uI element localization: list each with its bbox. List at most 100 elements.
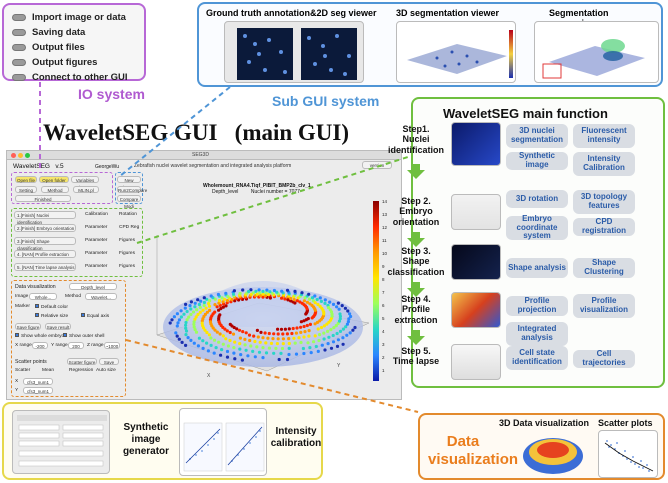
nucleus-dot [310, 296, 315, 300]
step-row-figures[interactable]: CPD Reg [119, 225, 140, 230]
nucleus-dot [319, 299, 323, 303]
save-figure-button[interactable]: Save figure [15, 323, 41, 330]
nucleus-dot [346, 320, 350, 324]
step-row-figures[interactable]: Figures [119, 238, 135, 243]
dv-select[interactable]: Depth_level [69, 283, 117, 290]
checkbox-icon[interactable] [81, 313, 85, 317]
step-row-figures[interactable]: Rotation [119, 212, 137, 217]
nucleus-dot [272, 288, 276, 293]
scatter-figure-button[interactable]: Scatter figure [67, 358, 97, 365]
nucleus-dot [318, 333, 322, 337]
nucleus-dot [221, 300, 225, 304]
nucleus-dot [313, 334, 317, 338]
step-row-param[interactable]: Parameter [85, 225, 108, 230]
checkbox-icon[interactable] [35, 313, 39, 317]
step-row-button[interactable]: 2.[Finish] Embryo orientation [14, 224, 76, 232]
colorbar-tick: 9 [382, 264, 385, 269]
nucleus-dot [254, 289, 258, 293]
nucleus-dot [225, 349, 230, 354]
checkbox-option[interactable]: Default color [35, 304, 68, 310]
nucleus-dot [316, 327, 320, 331]
nucleus-dot [253, 339, 257, 344]
nucleus-dot [305, 323, 309, 328]
nucleus-dot [201, 346, 205, 350]
nucleus-dot [207, 302, 211, 306]
checkbox-icon[interactable] [35, 304, 39, 308]
range-label: Y range [51, 343, 68, 348]
image-select[interactable]: Whole... [29, 293, 57, 300]
nucleus-dot [196, 298, 200, 302]
checkbox-option[interactable]: Show whole embryo [15, 333, 64, 339]
save-result-button[interactable]: Save result [45, 323, 71, 330]
nucleus-dot [272, 332, 276, 336]
scatter-save-button[interactable]: Save [99, 358, 119, 365]
checkbox-icon[interactable] [15, 333, 19, 337]
step-row-param[interactable]: Parameter [85, 251, 108, 256]
scatter-check[interactable]: Scatter [15, 368, 31, 373]
nucleus-dot [344, 325, 348, 329]
step-row-param[interactable]: Parameter [85, 264, 108, 269]
range-input[interactable]: 200 [68, 342, 84, 349]
top-button[interactable]: Open file [15, 176, 37, 183]
scatter-check[interactable]: Regression [69, 368, 94, 373]
top-button[interactable]: Setting [15, 186, 37, 193]
nucleus-dot [261, 289, 265, 293]
nucleus-dot [192, 320, 196, 324]
nucleus-dot [302, 335, 306, 339]
version-button[interactable]: version [362, 161, 392, 169]
feature-badge: Integrated analysis [506, 322, 568, 346]
nucleus-dot [270, 291, 274, 295]
checkbox-option[interactable]: Show outer shell [63, 333, 104, 339]
checkbox-option[interactable]: Relative size [35, 313, 68, 319]
top-button[interactable]: Run2Compare [117, 186, 148, 193]
x-axis-select[interactable]: cfs3_num1 [23, 378, 53, 385]
nucleus-dot [291, 326, 295, 331]
top-button[interactable]: Method [41, 186, 69, 193]
method-select[interactable]: Wavelet... [85, 293, 117, 300]
nucleus-dot [207, 304, 212, 308]
scatter-check[interactable]: Mean [42, 368, 54, 373]
step-row-button[interactable]: 4. [NAN] Profile extraction [14, 250, 76, 258]
top-button[interactable]: MLIN.pl [73, 186, 99, 193]
feature-badge: 3D nuclei segmentation [506, 124, 568, 148]
step-row-button[interactable]: 1.[Finish] Nuclei identification [14, 211, 76, 225]
range-input[interactable]: -200 [32, 342, 48, 349]
nucleus-dot [302, 299, 306, 303]
minimize-dot-icon[interactable] [18, 153, 23, 158]
top-button[interactable]: Open folder [39, 176, 69, 183]
scatter-check[interactable]: Auto size [96, 368, 116, 373]
nucleus-dot [217, 340, 221, 344]
nucleus-dot [331, 333, 335, 338]
nucleus-dot [201, 339, 205, 343]
nucleus-dot [201, 308, 205, 312]
step-row-figures[interactable]: Figures [119, 264, 135, 269]
colorbar [373, 201, 379, 381]
nucleus-dot [174, 331, 178, 335]
range-input[interactable]: ~1000 [104, 342, 120, 349]
step-row-button[interactable]: 3.[Finish] Shape classification [14, 237, 76, 251]
nucleus-dot [268, 290, 272, 294]
step-row-param[interactable]: Parameter [85, 238, 108, 243]
image-label: Image [15, 294, 29, 299]
nucleus-dot [309, 351, 313, 355]
scatter-plots-label: Scatter plots [598, 418, 653, 428]
maximize-dot-icon[interactable] [25, 153, 30, 158]
top-button[interactable]: Compare Modi [117, 195, 141, 209]
nucleus-dot [199, 299, 203, 303]
nucleus-dot [202, 303, 206, 308]
top-button[interactable]: Finished [15, 195, 71, 202]
step-row-param[interactable]: Calibration [85, 212, 108, 217]
nucleus-dot [257, 350, 262, 354]
checkbox-icon[interactable] [63, 333, 67, 337]
nucleus-dot [316, 302, 320, 307]
dv-title: Data visualization [15, 284, 56, 290]
close-dot-icon[interactable] [11, 153, 16, 158]
viewer-title-1: Ground truth annotation&2D seg viewer [206, 8, 377, 18]
step-row-figures[interactable]: Figures [119, 251, 135, 256]
nucleus-dot [322, 331, 326, 335]
checkbox-option[interactable]: Equal axis [81, 313, 109, 319]
y-axis-select[interactable]: cfs3_num1 [23, 387, 53, 394]
nucleus-dot [246, 354, 250, 358]
step-row-button[interactable]: 5. [NAN] Time lapse analysis [14, 263, 76, 271]
